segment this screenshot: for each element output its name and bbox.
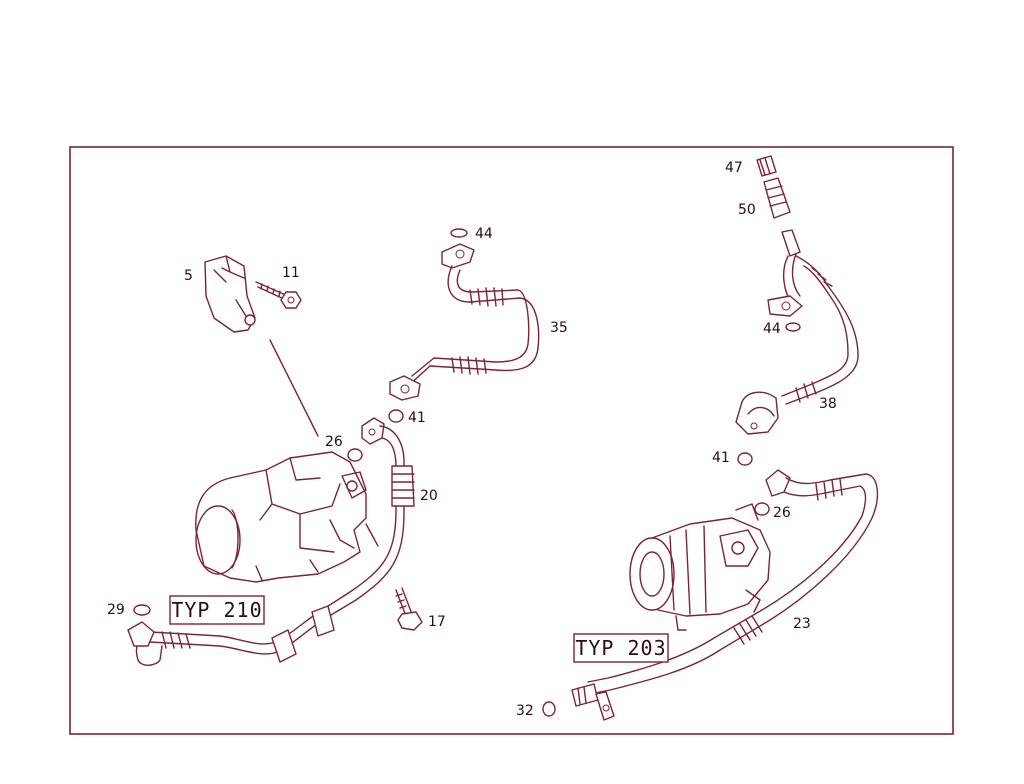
callout-11: 11: [282, 265, 300, 281]
typ-210-box: [169, 595, 265, 625]
callout-41: 41: [408, 410, 426, 426]
diagram-frame: [69, 146, 954, 735]
callout-35: 35: [550, 320, 568, 336]
typ-210-label: TYP 210: [171, 598, 262, 622]
part-20-hose: [127, 417, 415, 666]
callout-26: 26: [325, 434, 343, 450]
callout-32: 32: [516, 703, 534, 719]
compressor-typ210: [195, 451, 379, 583]
compressor-typ203: [629, 503, 771, 631]
part-17-bolt: [395, 587, 423, 631]
part-50-valve: [763, 177, 791, 219]
leader-line: [269, 339, 319, 437]
o-ring-44: [450, 228, 468, 238]
o-ring-41: [388, 409, 404, 423]
callout-26: 26: [773, 505, 791, 521]
callout-44: 44: [475, 226, 493, 242]
callout-44: 44: [763, 321, 781, 337]
callout-17: 17: [428, 614, 446, 630]
o-ring-29: [133, 604, 151, 616]
part-11-bolt: [255, 281, 302, 309]
part-38-hose: [735, 229, 859, 435]
callout-47: 47: [725, 160, 743, 176]
o-ring-44: [785, 322, 801, 332]
callout-50: 50: [738, 202, 756, 218]
o-ring-26: [347, 448, 363, 462]
typ-203-box: [573, 633, 669, 663]
part-23-hose: [571, 469, 879, 721]
callout-29: 29: [107, 602, 125, 618]
callout-20: 20: [420, 488, 438, 504]
callout-23: 23: [793, 616, 811, 632]
part-35-hose: [389, 243, 540, 401]
o-ring-26: [754, 502, 770, 516]
callout-41: 41: [712, 450, 730, 466]
callout-38: 38: [819, 396, 837, 412]
part-5-bracket: [204, 255, 256, 333]
part-47-cap: [756, 155, 777, 177]
callout-5: 5: [184, 268, 193, 284]
typ-203-label: TYP 203: [575, 636, 666, 660]
o-ring-41: [737, 452, 753, 466]
o-ring-32: [542, 701, 556, 717]
